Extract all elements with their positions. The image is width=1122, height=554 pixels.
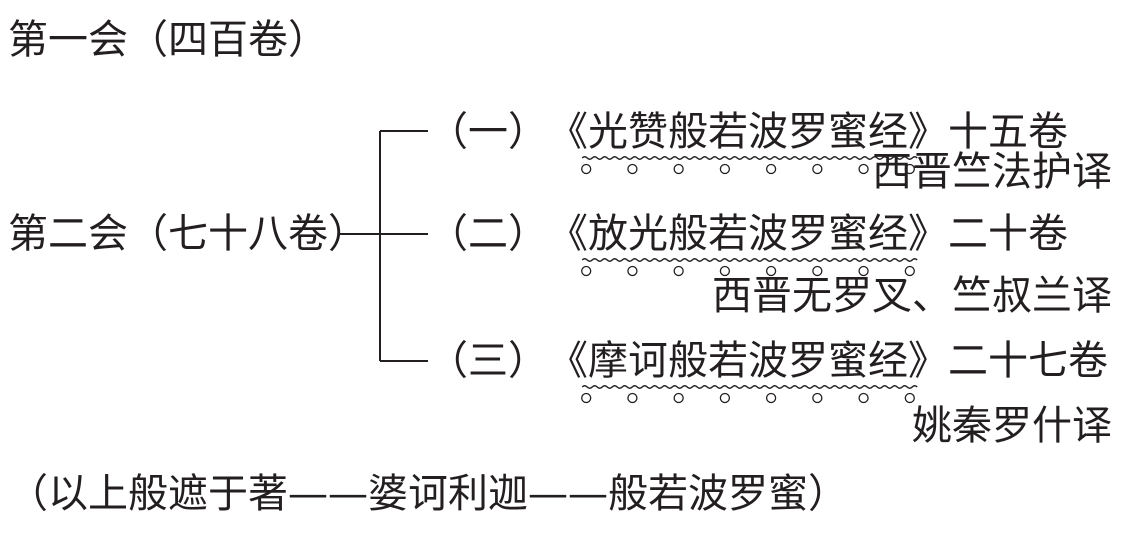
second-assembly-label: 第二会（七十八卷） — [8, 211, 368, 257]
branch-item-1: （一）《光赞般若波罗蜜经》十五卷 — [428, 108, 1068, 175]
circle-mark — [858, 163, 869, 175]
circle-mark — [627, 392, 638, 404]
circle-mark — [581, 265, 592, 277]
circle-mark — [673, 265, 684, 277]
circle-mark — [765, 163, 777, 175]
first-assembly-heading: 第一会（四百卷） — [8, 17, 328, 63]
branch-number: （二） — [428, 211, 548, 257]
circle-mark — [858, 392, 869, 404]
circle-mark — [719, 392, 731, 404]
sutra-title: 《放光般若波罗蜜经》 — [548, 211, 948, 257]
sutra-title: 《光赞般若波罗蜜经》 — [548, 109, 948, 155]
circle-mark — [627, 163, 638, 175]
circle-mark — [719, 163, 731, 175]
wavy-underline — [581, 156, 918, 160]
branch-item-2: （二）《放光般若波罗蜜经》二十卷 — [428, 210, 1068, 277]
sutra-title-wrap: 《摩诃般若波罗蜜经》 — [548, 337, 948, 404]
circle-mark — [812, 163, 823, 175]
circle-mark — [673, 163, 684, 175]
circle-mark — [765, 392, 777, 404]
volume-count: 十五卷 — [948, 109, 1068, 155]
branch-number: （三） — [428, 338, 548, 384]
wavy-underline-marks — [581, 385, 918, 404]
circle-mark — [673, 392, 684, 404]
sutra-title: 《摩诃般若波罗蜜经》 — [548, 338, 948, 384]
wavy-underline — [581, 385, 918, 389]
circle-mark — [812, 392, 823, 404]
sutra-title-wrap: 《放光般若波罗蜜经》 — [548, 210, 948, 277]
volume-count: 二十卷 — [948, 211, 1068, 257]
translator-1: 西晋竺法护译 — [872, 149, 1112, 195]
translator-3: 姚秦罗什译 — [912, 403, 1112, 449]
translator-2: 西晋无罗叉、竺叔兰译 — [712, 273, 1112, 319]
wavy-underline — [581, 258, 918, 262]
volume-count: 二十七卷 — [948, 338, 1108, 384]
circle-mark — [581, 392, 592, 404]
branch-item-3: （三）《摩诃般若波罗蜜经》二十七卷 — [428, 337, 1108, 404]
circle-mark — [627, 265, 638, 277]
circle-mark — [581, 163, 592, 175]
branch-number: （一） — [428, 109, 548, 155]
footnote: （以上般遮于著——婆诃利迦——般若波罗蜜） — [8, 471, 848, 517]
